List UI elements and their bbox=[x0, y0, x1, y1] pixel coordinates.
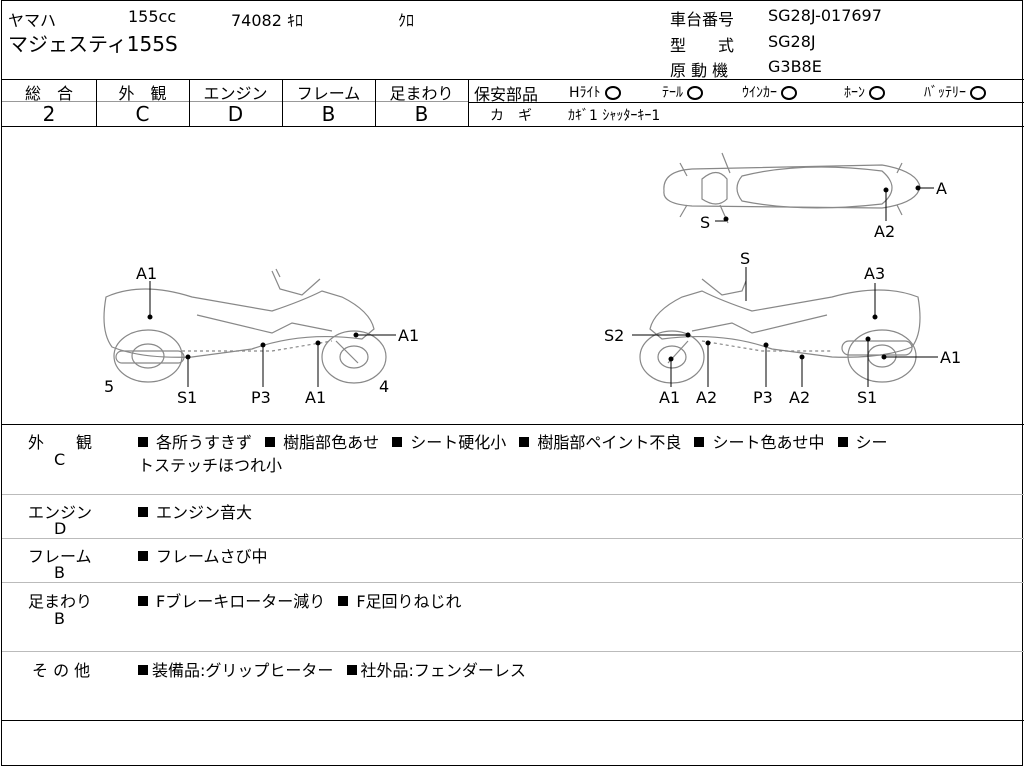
label-left-s1: S1 bbox=[177, 388, 198, 407]
grade-overall-label: 総 合 bbox=[24, 84, 73, 103]
frame-number-label: 車台番号 bbox=[670, 10, 735, 29]
safety-headlight: Hﾗｲﾄ bbox=[569, 82, 621, 102]
grade-exterior-value: C bbox=[135, 102, 150, 126]
section-suspension-notes: Fブレーキローター減り F足回りねじれ bbox=[138, 588, 462, 612]
safety-tail: ﾃｰﾙ bbox=[662, 82, 703, 102]
bullet-icon bbox=[346, 665, 357, 675]
bullet-icon bbox=[138, 437, 148, 447]
label-right-s: S bbox=[740, 249, 751, 268]
label-right-a3: A3 bbox=[864, 264, 886, 283]
section-suspension-title: 足まわり bbox=[28, 592, 93, 611]
frame-number-value: SG28J-017697 bbox=[768, 6, 882, 25]
label-right-a2-right: A2 bbox=[789, 388, 811, 407]
divider bbox=[468, 79, 469, 126]
engine-value: G3B8E bbox=[768, 57, 822, 76]
divider bbox=[2, 79, 1024, 80]
safety-horn: ﾎｰﾝ bbox=[844, 82, 885, 102]
divider bbox=[2, 582, 1024, 583]
safety-winker: ｳｲﾝｶｰ bbox=[742, 82, 797, 102]
label-right-a2-left: A2 bbox=[696, 388, 718, 407]
grade-exterior-label: 外 観 bbox=[118, 84, 167, 103]
section-engine-notes: エンジン音大 bbox=[138, 499, 252, 523]
label-left-p3: P3 bbox=[251, 388, 271, 407]
grade-engine-label: エンジン bbox=[203, 84, 268, 103]
divider bbox=[189, 79, 190, 126]
section-exterior-notes-wrap: トステッチほつれ小 bbox=[138, 456, 283, 475]
bullet-icon bbox=[138, 551, 148, 561]
grade-frame-label: フレーム bbox=[296, 84, 361, 103]
divider bbox=[2, 651, 1024, 652]
section-engine-title: エンジン bbox=[28, 503, 93, 522]
divider bbox=[2, 126, 1024, 127]
label-top-a: A bbox=[936, 179, 947, 198]
divider bbox=[2, 494, 1024, 495]
section-frame-title: フレーム bbox=[28, 547, 92, 566]
label-right-a1-right: A1 bbox=[940, 348, 962, 367]
divider bbox=[2, 720, 1024, 721]
section-other-notes: 装備品:グリップヒーター 社外品:フェンダーレス bbox=[138, 657, 526, 681]
section-exterior-grade: C bbox=[54, 450, 66, 469]
label-top-s: S bbox=[700, 213, 711, 232]
divider bbox=[2, 101, 468, 102]
section-frame-notes: フレームさび中 bbox=[138, 543, 268, 567]
key-value: ｶｷﾞ1 ｼｬｯﾀｰｷｰ1 bbox=[568, 108, 661, 124]
maker: ヤマハ bbox=[8, 11, 57, 30]
section-frame-grade: B bbox=[54, 563, 65, 582]
section-exterior-notes: 各所うすきず 樹脂部色あせ シート硬化小 樹脂部ペイント不良 シート色あせ中 シ… bbox=[138, 429, 888, 453]
ok-mark-icon bbox=[781, 86, 797, 100]
label-right-p3: P3 bbox=[753, 388, 773, 407]
label-right-a1-bottom: A1 bbox=[659, 388, 681, 407]
bullet-icon bbox=[138, 665, 148, 675]
model-name: マジェスティ155S bbox=[8, 32, 178, 56]
grade-suspension-label: 足まわり bbox=[389, 84, 454, 103]
type-value: SG28J bbox=[768, 32, 816, 51]
label-top-a2: A2 bbox=[874, 222, 896, 241]
ok-mark-icon bbox=[687, 86, 703, 100]
ok-mark-icon bbox=[970, 86, 986, 100]
bullet-icon bbox=[138, 596, 148, 606]
divider bbox=[96, 79, 97, 126]
label-left-a1-top: A1 bbox=[136, 264, 158, 283]
mileage: 74082 ｷﾛ bbox=[231, 11, 304, 30]
label-right-s2: S2 bbox=[604, 326, 625, 345]
bullet-icon bbox=[694, 437, 705, 447]
grade-overall-value: 2 bbox=[42, 102, 56, 126]
bullet-icon bbox=[265, 437, 276, 447]
label-left-5: 5 bbox=[104, 377, 115, 396]
divider bbox=[2, 424, 1024, 425]
bullet-icon bbox=[138, 507, 148, 517]
safety-title: 保安部品 bbox=[474, 85, 539, 104]
section-engine-grade: D bbox=[54, 519, 67, 538]
section-exterior-title: 外 観 bbox=[28, 433, 93, 452]
type-label: 型 式 bbox=[670, 36, 735, 55]
section-suspension-grade: B bbox=[54, 609, 65, 628]
divider bbox=[282, 79, 283, 126]
grade-frame-value: B bbox=[321, 102, 336, 126]
key-label: カ ギ bbox=[490, 108, 532, 124]
displacement: 155cc bbox=[128, 7, 177, 26]
bullet-icon bbox=[519, 437, 530, 447]
label-left-a1-right: A1 bbox=[398, 326, 420, 345]
label-right-s1: S1 bbox=[857, 388, 878, 407]
ok-mark-icon bbox=[869, 86, 885, 100]
engine-label: 原 動 機 bbox=[670, 61, 729, 80]
label-left-4: 4 bbox=[379, 377, 390, 396]
safety-battery: ﾊﾞｯﾃﾘｰ bbox=[924, 82, 986, 102]
bullet-icon bbox=[392, 437, 403, 447]
divider bbox=[2, 538, 1024, 539]
divider bbox=[468, 102, 1024, 103]
scooter-damage-diagram bbox=[103, 152, 938, 387]
grade-suspension-value: B bbox=[414, 102, 429, 126]
bullet-icon bbox=[338, 596, 349, 606]
label-left-a1-bottom: A1 bbox=[305, 388, 327, 407]
section-other-title: そ の 他 bbox=[32, 661, 91, 680]
bullet-icon bbox=[837, 437, 848, 447]
divider bbox=[375, 79, 376, 126]
grade-engine-value: D bbox=[227, 102, 244, 126]
ok-mark-icon bbox=[604, 86, 621, 100]
color: ｸﾛ bbox=[398, 11, 415, 30]
